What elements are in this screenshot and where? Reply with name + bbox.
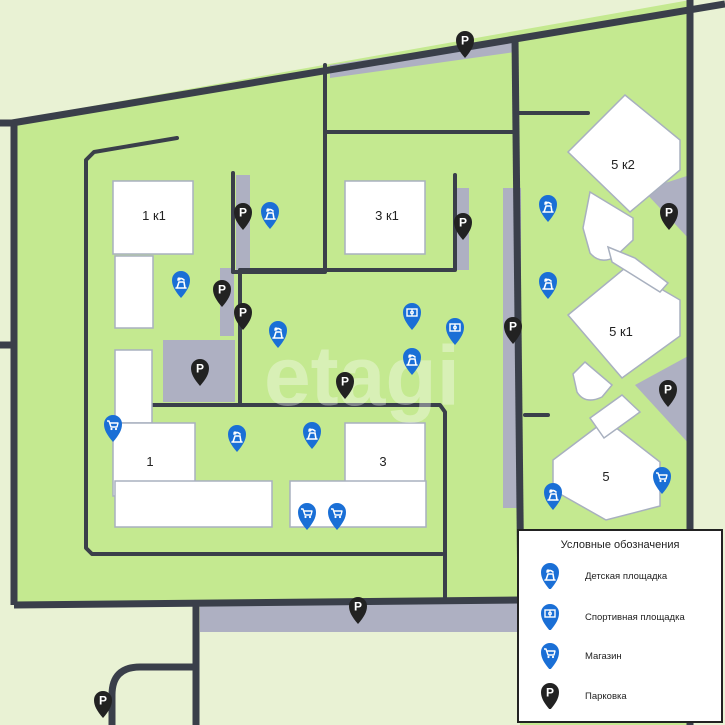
svg-text:P: P: [218, 283, 226, 297]
building-label-5k2: 5 к2: [611, 157, 635, 172]
building-5k1: [566, 267, 681, 380]
building-label-1: 1: [146, 454, 153, 469]
playground-icon[interactable]: [228, 425, 246, 452]
playground-pins: [172, 195, 562, 510]
legend-label-shop: Магазин: [585, 650, 622, 662]
building-label-5k1: 5 к1: [609, 324, 633, 339]
shop-icon[interactable]: [298, 503, 316, 530]
parking-icon[interactable]: P: [191, 359, 209, 386]
sports-pins: [403, 303, 464, 345]
legend-item-playground: Детская площадка: [537, 563, 667, 589]
playground-icon[interactable]: [172, 271, 190, 298]
parking-icon[interactable]: P: [454, 213, 472, 240]
legend-title: Условные обозначения: [560, 539, 680, 551]
legend-item-shop: Магазин: [537, 643, 622, 669]
internal-paths: [84, 63, 590, 602]
building-1k1: [112, 180, 194, 255]
svg-text:P: P: [354, 600, 362, 614]
svg-text:P: P: [664, 383, 672, 397]
svg-text:P: P: [461, 34, 469, 48]
building-label-5: 5: [602, 469, 609, 484]
playground-icon[interactable]: [303, 422, 321, 449]
svg-text:P: P: [239, 306, 247, 320]
playground-icon[interactable]: [539, 195, 557, 222]
svg-text:P: P: [665, 206, 673, 220]
legend-label-parking: Парковка: [585, 690, 627, 702]
parking-icon[interactable]: P: [94, 691, 112, 718]
parking-icon[interactable]: P: [504, 317, 522, 344]
svg-text:P: P: [546, 686, 554, 700]
svg-text:P: P: [99, 694, 107, 708]
playground-icon: [541, 563, 559, 589]
playground-icon[interactable]: [539, 272, 557, 299]
playground-icon[interactable]: [544, 483, 562, 510]
shop-icon[interactable]: [328, 503, 346, 530]
building-5k2: [566, 93, 681, 214]
buildings: [112, 93, 681, 528]
svg-text:P: P: [509, 320, 517, 334]
legend-item-sports: Спортивная площадка: [537, 604, 685, 630]
watermark: etagi: [264, 329, 460, 423]
shop-pins: [104, 415, 671, 530]
legend-item-parking: P Парковка: [537, 683, 627, 709]
parking-icon[interactable]: P: [660, 203, 678, 230]
shop-icon[interactable]: [653, 467, 671, 494]
parking-icon[interactable]: P: [234, 203, 252, 230]
building-3k1: [344, 180, 426, 255]
playground-icon[interactable]: [269, 321, 287, 348]
parking-icon[interactable]: P: [336, 372, 354, 399]
playground-icon[interactable]: [261, 202, 279, 229]
sports-ground-icon[interactable]: [446, 318, 464, 345]
parking-icon[interactable]: P: [456, 31, 474, 58]
parking-icon: P: [541, 683, 559, 709]
playground-icon[interactable]: [403, 348, 421, 375]
building-label-3k1: 3 к1: [375, 208, 399, 223]
building-label-1k1: 1 к1: [142, 208, 166, 223]
svg-text:P: P: [459, 216, 467, 230]
shop-icon: [541, 643, 559, 669]
svg-text:P: P: [196, 362, 204, 376]
legend-label-playground: Детская площадка: [585, 570, 668, 582]
sports-ground-icon: [541, 604, 559, 630]
svg-text:P: P: [239, 206, 247, 220]
svg-text:P: P: [341, 375, 349, 389]
parking-icon[interactable]: P: [234, 303, 252, 330]
sports-ground-icon[interactable]: [403, 303, 421, 330]
parking-icon[interactable]: P: [349, 597, 367, 624]
shop-icon[interactable]: [104, 415, 122, 442]
building-label-3: 3: [379, 454, 386, 469]
parking-icon[interactable]: P: [659, 380, 677, 407]
legend-label-sports: Спортивная площадка: [585, 611, 685, 623]
parking-icon[interactable]: P: [213, 280, 231, 307]
